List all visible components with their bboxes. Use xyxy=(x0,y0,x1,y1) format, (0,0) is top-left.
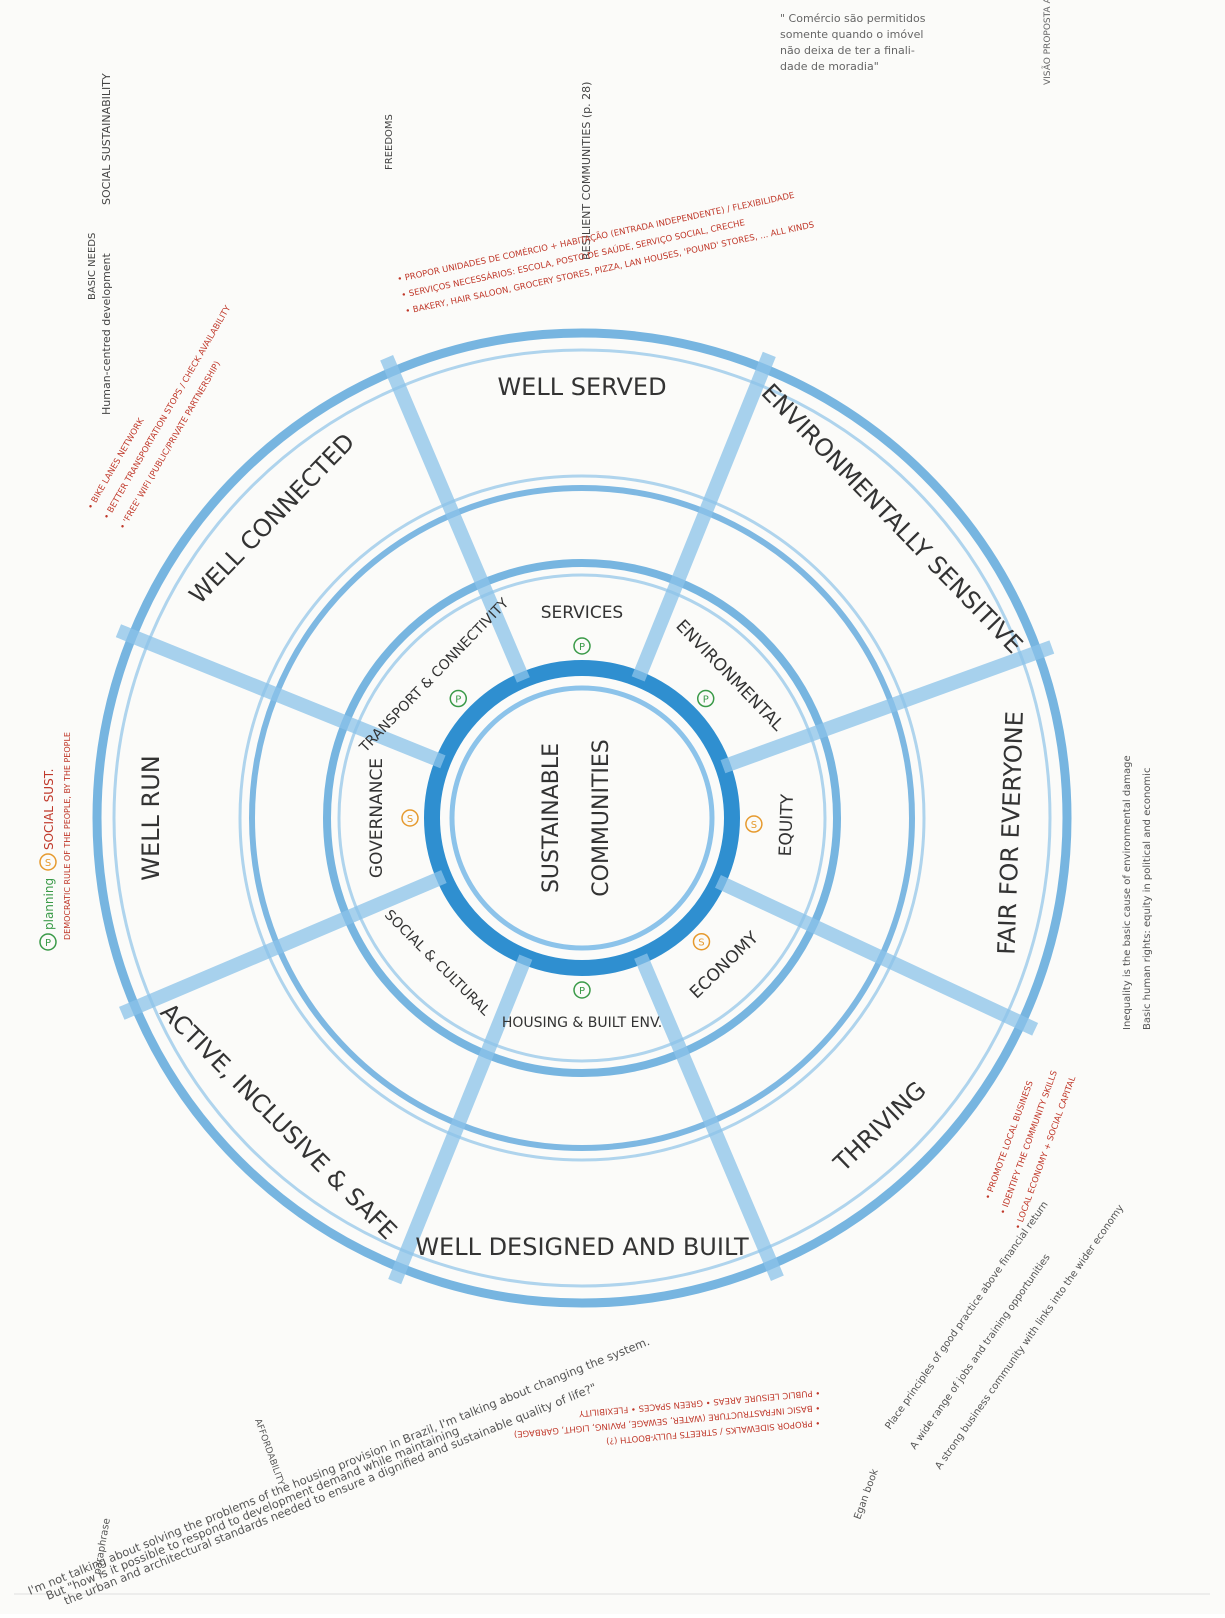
right-margin-note-2: Basic human rights: equity in political … xyxy=(1142,768,1153,1030)
inner-segment-mark-3 xyxy=(745,815,763,833)
middle-ring xyxy=(249,485,915,1151)
resilient-label: RESILIENT COMMUNITIES (p. 28) xyxy=(580,82,593,260)
core-ring xyxy=(424,660,740,976)
center-line-2: COMMUNITIES xyxy=(589,739,614,896)
inner-segment-mark-2 xyxy=(696,689,715,708)
core-ring-halo xyxy=(449,685,715,951)
inner-segment-mark-letter-5: P xyxy=(579,986,585,997)
spoke-4 xyxy=(714,875,1039,1036)
inner-segment-label-8: TRANSPORT & CONNECTIVITY xyxy=(356,595,512,756)
spoke-5 xyxy=(634,953,784,1281)
inner-ring-edge xyxy=(337,573,827,1063)
social-legend-mark-letter: S xyxy=(45,858,51,869)
social-sustainability-label: SOCIAL SUSTAINABILITY xyxy=(100,73,113,205)
inner-segment-mark-1 xyxy=(573,637,591,655)
outer-segment-label-5: WELL DESIGNED AND BUILT xyxy=(415,1233,749,1261)
inner-segment-mark-7 xyxy=(401,809,419,827)
top-notes: " Comércio são permitidos somente quando… xyxy=(87,0,1053,415)
spokes xyxy=(115,351,1055,1285)
rings xyxy=(92,328,1072,1308)
bottom-right-notes: Place principles of good practice above … xyxy=(852,1200,1126,1521)
top-quote-1: " Comércio são permitidos xyxy=(780,12,926,25)
basic-needs-label: BASIC NEEDS xyxy=(87,233,98,300)
social-legend-label: SOCIAL SUST. xyxy=(42,769,56,850)
red-top-note-2: • SERVIÇOS NECESSÁRIOS: ESCOLA, POSTO DE… xyxy=(400,216,746,301)
spoke-3 xyxy=(720,640,1055,774)
inner-segment-label-7: GOVERNANCE xyxy=(367,758,387,878)
spoke-6 xyxy=(388,954,533,1285)
democratic-note: DEMOCRATIC RULE OF THE PEOPLE, BY THE PE… xyxy=(63,732,72,940)
spoke-1 xyxy=(380,355,530,683)
inner-segment-mark-letter-8: P xyxy=(455,695,461,706)
inner-segment-mark-5 xyxy=(573,981,591,999)
outer-segment-label-6: ACTIVE, INCLUSIVE & SAFE xyxy=(155,998,402,1245)
outer-ring-inner-edge xyxy=(112,348,1052,1288)
affordability-note: AFFORDABILITY xyxy=(252,1418,286,1488)
inner-segment-label-1: SERVICES xyxy=(541,603,623,623)
outer-segment-label-4: THRIVING xyxy=(828,1076,932,1178)
planning-legend-label: planning xyxy=(42,878,56,930)
top-quote-3: não deixa de ter a finali- xyxy=(780,44,915,57)
spoke-7 xyxy=(119,870,447,1020)
inner-segment-mark-4 xyxy=(692,932,711,951)
bottom-right-note-3: A strong business community with links i… xyxy=(933,1203,1126,1472)
center-line-1: SUSTAINABLE xyxy=(539,743,564,893)
spoke-8 xyxy=(115,624,446,769)
legend: P planning S SOCIAL SUST. DEMOCRATIC RUL… xyxy=(39,732,72,951)
bottom-right-ref: Egan book xyxy=(852,1468,880,1521)
inner-segment-mark-letter-7: S xyxy=(407,814,413,825)
inner-segment-mark-letter-4: S xyxy=(698,938,704,949)
inner-segment-mark-letter-2: P xyxy=(703,695,709,706)
inner-segment-mark-8 xyxy=(449,689,468,708)
outer-segment-label-1: WELL SERVED xyxy=(497,373,666,401)
outer-segment-label-3: FAIR FOR EVERYONE xyxy=(992,711,1028,955)
right-margin-note: Inequality is the basic cause of environ… xyxy=(1122,755,1133,1030)
center-label: SUSTAINABLE COMMUNITIES xyxy=(539,739,614,896)
middle-ring-outer xyxy=(238,474,926,1162)
freedoms-label: FREEDOMS xyxy=(384,114,395,170)
bottom-right-note-2: A wide range of jobs and training opport… xyxy=(908,1252,1052,1451)
social-legend-mark xyxy=(39,853,57,871)
bottom-right-note-1: Place principles of good practice above … xyxy=(883,1200,1050,1432)
human-centred-label: Human-centred development xyxy=(100,252,113,415)
outer-segment-label-7: WELL RUN xyxy=(137,755,165,880)
planning-legend-mark xyxy=(39,933,57,951)
bottom-left-quote: I'm not talking about solving the proble… xyxy=(26,1334,652,1608)
top-right-note: VISÃO PROPOSTA ANÁLISE xyxy=(1041,0,1053,85)
top-quote-4: dade de moradia" xyxy=(780,60,879,73)
outer-segment-label-2: ENVIRONMENTALLY SENSITIVE xyxy=(756,378,1028,659)
inner-segment-label-5: HOUSING & BUILT ENV. xyxy=(502,1015,662,1031)
inner-segment-label-3: EQUITY xyxy=(776,793,798,857)
planning-legend-mark-letter: P xyxy=(45,938,51,949)
spoke-2 xyxy=(631,351,776,682)
inner-segment-mark-letter-1: P xyxy=(579,642,585,653)
outer-ring-labels: WELL SERVED ENVIRONMENTALLY SENSITIVE FAIR… xyxy=(137,373,1029,1261)
top-quote-2: somente quando o imóvel xyxy=(780,28,923,41)
outer-ring xyxy=(92,328,1072,1308)
bottom-left-quote-3: the urban and architectural standards ne… xyxy=(62,1380,599,1608)
inner-segment-mark-letter-3: S xyxy=(751,820,757,831)
inner-ring xyxy=(323,559,841,1077)
red-left-note-2: • BETTER TRANSPORTATION STOPS / CHECK AV… xyxy=(102,303,234,521)
